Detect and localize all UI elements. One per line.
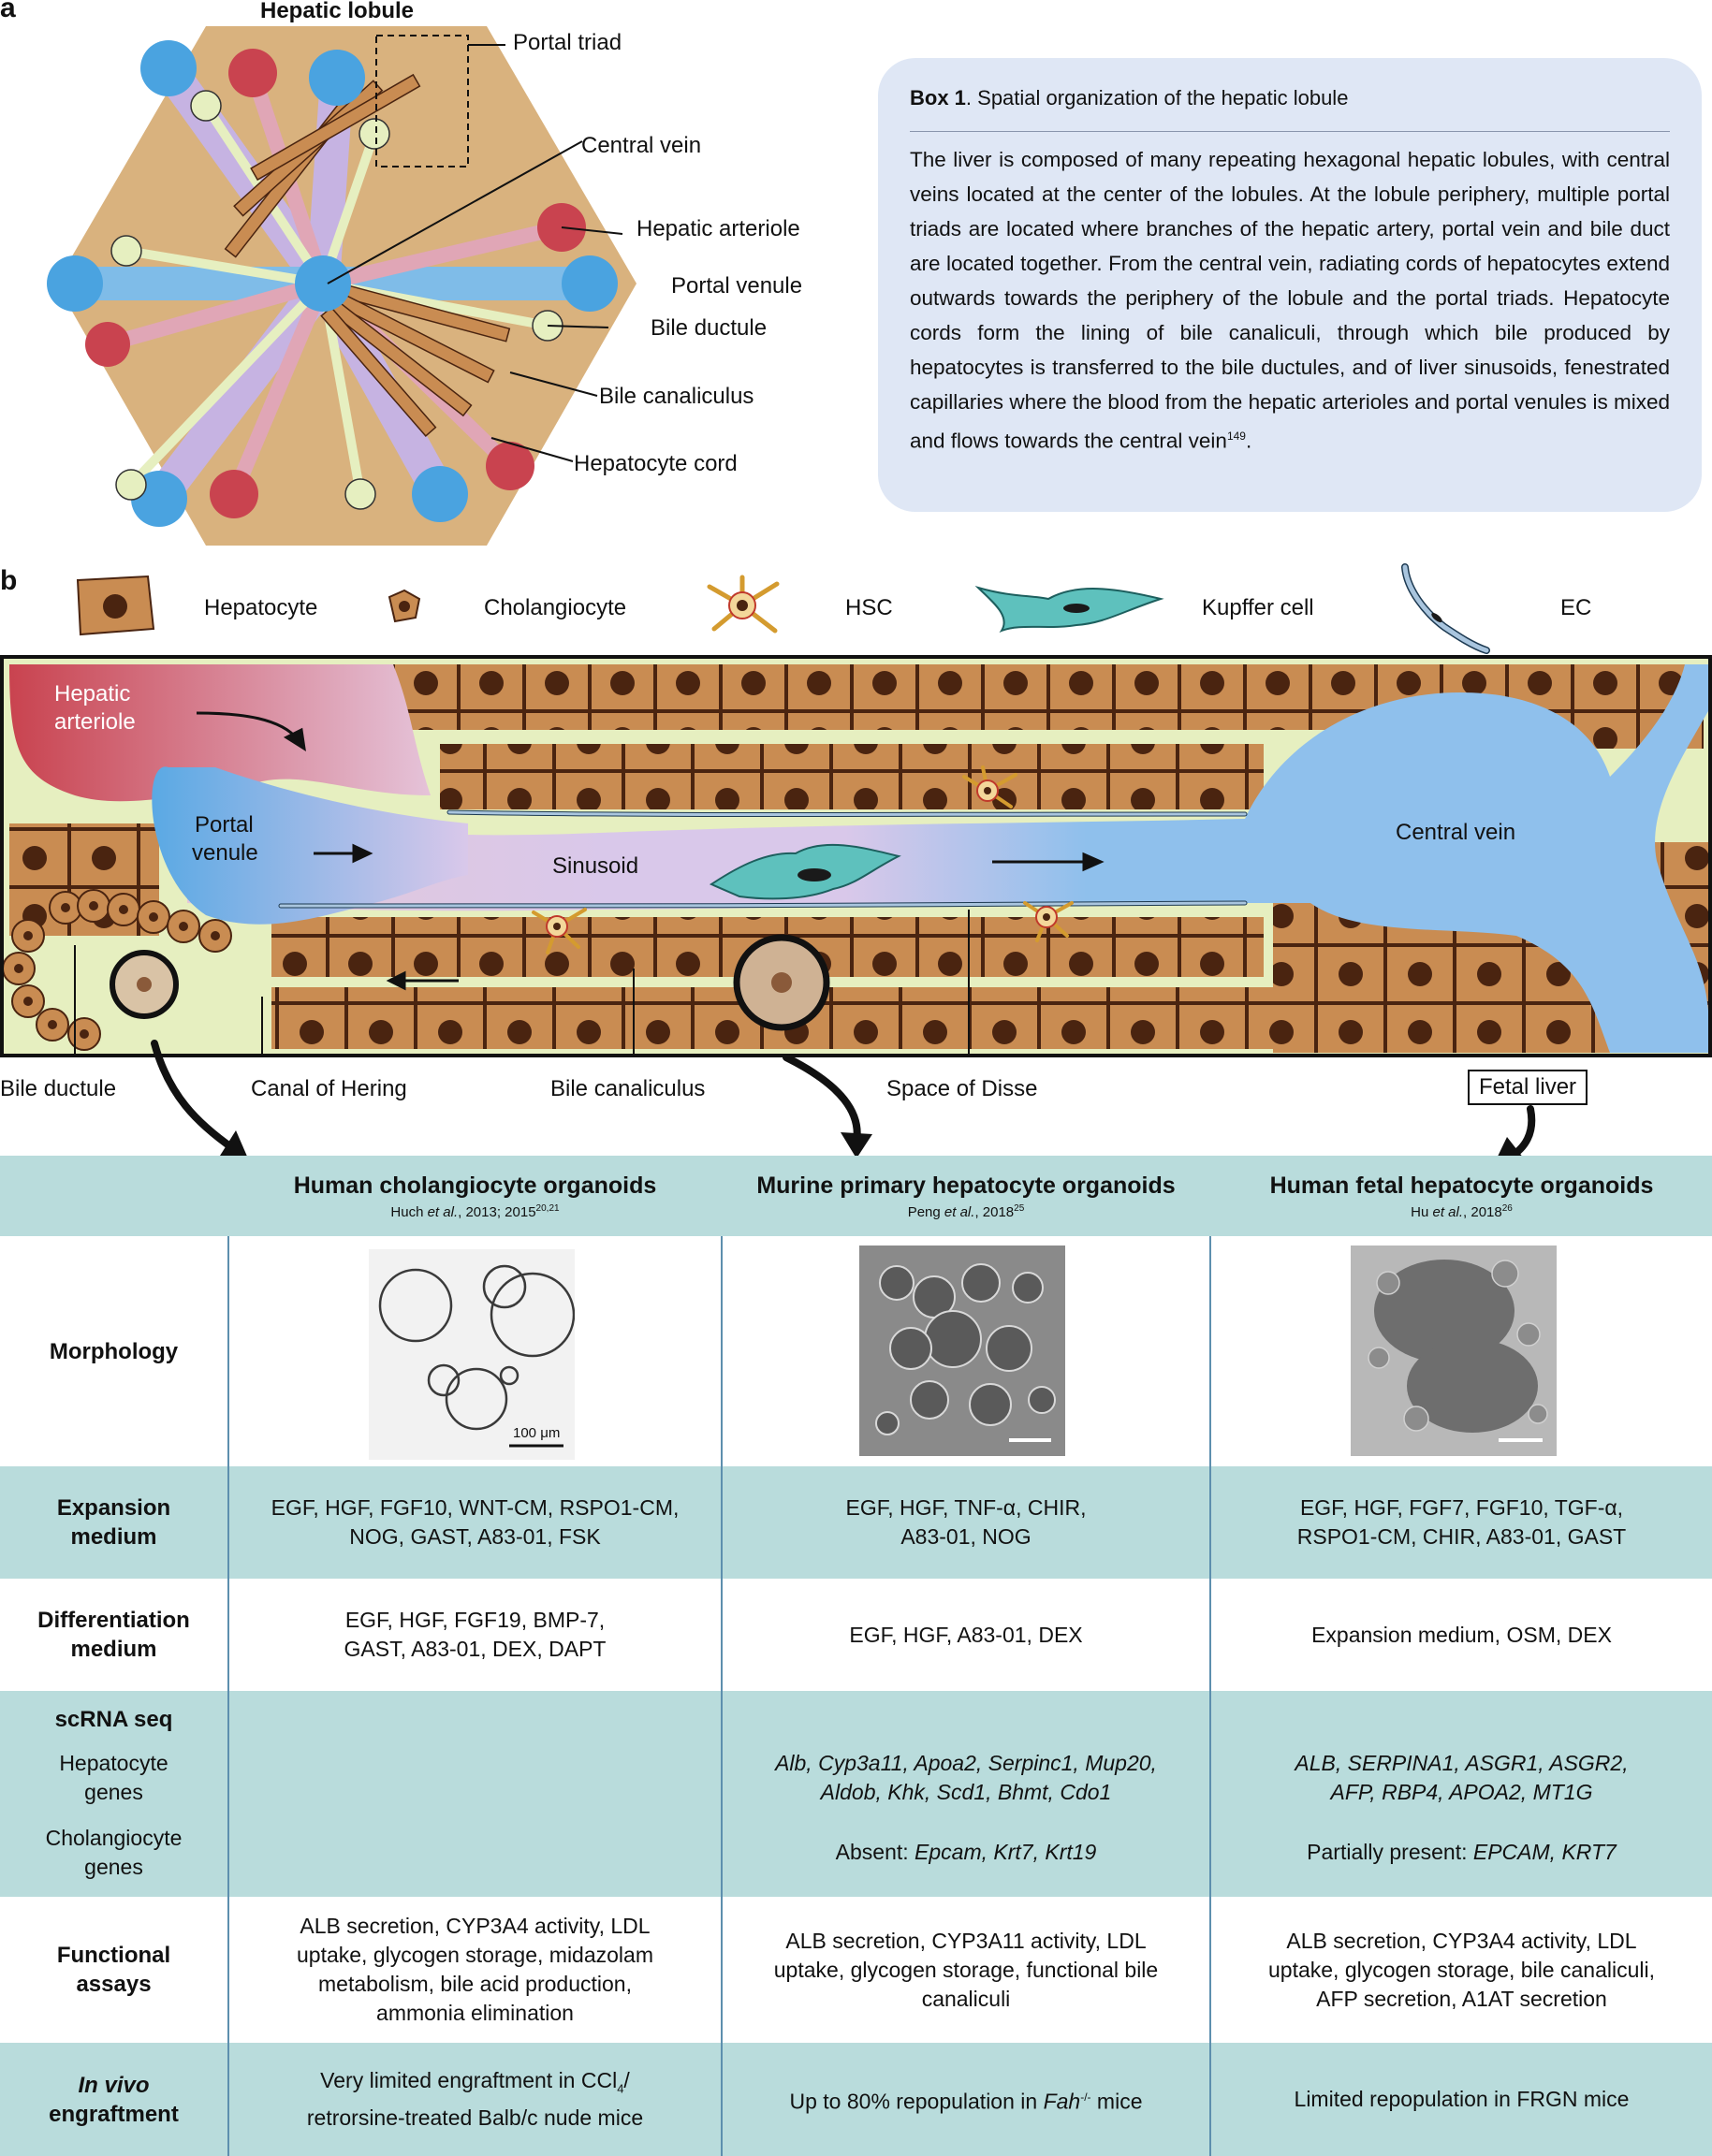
expansion-fetal-hepatocyte: EGF, HGF, FGF7, FGF10, TGF-α,RSPO1-CM, C… <box>1296 1495 1627 1549</box>
invivo-fetal-hepatocyte: Limited repopulation in FRGN mice <box>1294 2087 1630 2111</box>
sinusoid-diagram <box>0 655 1712 1057</box>
box-1-divider <box>910 131 1670 132</box>
label-portal-triad: Portal triad <box>513 30 622 55</box>
kupffer-legend-icon <box>974 585 1164 634</box>
legend-hepatocyte: Hepatocyte <box>204 595 318 620</box>
table-header-row <box>0 1156 1712 1236</box>
column-divider <box>227 1236 229 2156</box>
column-divider <box>1209 1236 1211 2156</box>
label-canal-of-hering: Canal of Hering <box>251 1076 407 1101</box>
row-label-scrna-seq: scRNA seq <box>54 1706 173 1732</box>
label-hepatic-arteriole-b-2: arteriole <box>54 709 136 735</box>
label-bile-ductule-a: Bile ductule <box>651 315 768 341</box>
label-central-vein-b: Central vein <box>1396 820 1516 845</box>
column-header-cholangiocyte: Human cholangiocyte organoids Huch et al… <box>293 1172 657 1220</box>
expansion-murine-hepatocyte: EGF, HGF, TNF-α, CHIR,A83-01, NOG <box>845 1495 1087 1549</box>
row-label-morphology: Morphology <box>49 1338 179 1364</box>
label-hepatic-arteriole: Hepatic arteriole <box>637 216 800 241</box>
column-header-murine-hepatocyte: Murine primary hepatocyte organoids Peng… <box>756 1172 1176 1220</box>
hepatic-lobule-diagram <box>47 26 637 546</box>
scrna-fetal-hepatocyte-genes: ALB, SERPINA1, ASGR1, ASGR2,AFP, RBP4, A… <box>1295 1751 1629 1804</box>
cholangiocyte-legend-icon <box>388 589 421 623</box>
differentiation-cholangiocyte: EGF, HGF, FGF19, BMP-7,GAST, A83-01, DEX… <box>344 1608 607 1661</box>
legend-cholangiocyte: Cholangiocyte <box>484 595 627 620</box>
label-hepatocyte-cord: Hepatocyte cord <box>574 451 738 476</box>
scrna-murine-hepatocyte-genes: Alb, Cyp3a11, Apoa2, Serpinc1, Mup20,Ald… <box>775 1751 1157 1804</box>
scrna-fetal-cholangiocyte-genes: Partially present: EPCAM, KRT7 <box>1307 1839 1617 1864</box>
column-divider <box>721 1236 723 2156</box>
label-central-vein-a: Central vein <box>581 133 702 158</box>
column-header-fetal-hepatocyte: Human fetal hepatocyte organoids Hu et a… <box>1269 1172 1654 1220</box>
callout-arrows <box>151 1040 1536 1160</box>
box-1-body: The liver is composed of many repeating … <box>910 148 1670 453</box>
legend-ec: EC <box>1560 595 1592 620</box>
scrna-murine-cholangiocyte-genes: Absent: Epcam, Krt7, Krt19 <box>835 1839 1097 1864</box>
label-bile-canaliculus-a: Bile canaliculus <box>599 384 754 409</box>
expansion-cholangiocyte: EGF, HGF, FGF10, WNT-CM, RSPO1-CM,NOG, G… <box>271 1495 680 1549</box>
label-bile-ductule-b: Bile ductule <box>0 1076 117 1101</box>
box-1-title: Box 1. Spatial organization of the hepat… <box>910 86 1349 109</box>
label-portal-venule-a: Portal venule <box>671 273 803 299</box>
scrna-row-bg <box>0 1691 1712 1897</box>
murine-hepatocyte-organoid-image <box>859 1246 1065 1456</box>
box-1: Box 1. Spatial organization of the hepat… <box>878 58 1702 512</box>
hsc-legend-icon <box>707 575 780 634</box>
label-portal-venule-b-1: Portal <box>195 812 254 838</box>
label-space-of-disse: Space of Disse <box>886 1076 1038 1101</box>
label-hepatic-arteriole-b-1: Hepatic <box>54 681 131 707</box>
legend-kupffer-cell: Kupffer cell <box>1202 595 1314 620</box>
cholangiocyte-organoid-image <box>369 1249 575 1460</box>
label-bile-canaliculus-b: Bile canaliculus <box>550 1076 706 1101</box>
ec-legend-icon <box>1401 563 1490 654</box>
label-sinusoid: Sinusoid <box>552 853 639 879</box>
legend-hsc: HSC <box>845 595 893 620</box>
invivo-murine-hepatocyte: Up to 80% repopulation in Fah-/- mice <box>789 2089 1143 2114</box>
differentiation-murine-hepatocyte: EGF, HGF, A83-01, DEX <box>849 1622 1083 1647</box>
invivo-cholangiocyte: Very limited engraftment in CCl4/ retror… <box>306 2068 644 2130</box>
differentiation-fetal-hepatocyte: Expansion medium, OSM, DEX <box>1311 1622 1612 1647</box>
panel-b-letter: b <box>0 565 18 596</box>
hepatocyte-legend-icon <box>76 575 155 636</box>
hepatic-lobule-title: Hepatic lobule <box>260 0 415 23</box>
invivo-row-bg <box>0 2043 1712 2156</box>
label-portal-venule-b-2: venule <box>192 840 258 866</box>
panel-a-letter: a <box>0 0 16 23</box>
fetal-hepatocyte-organoid-image <box>1351 1246 1557 1456</box>
label-fetal-liver: Fetal liver <box>1468 1070 1588 1105</box>
scale-bar-label: 100 μm <box>513 1425 561 1441</box>
expansion-row-bg <box>0 1466 1712 1579</box>
